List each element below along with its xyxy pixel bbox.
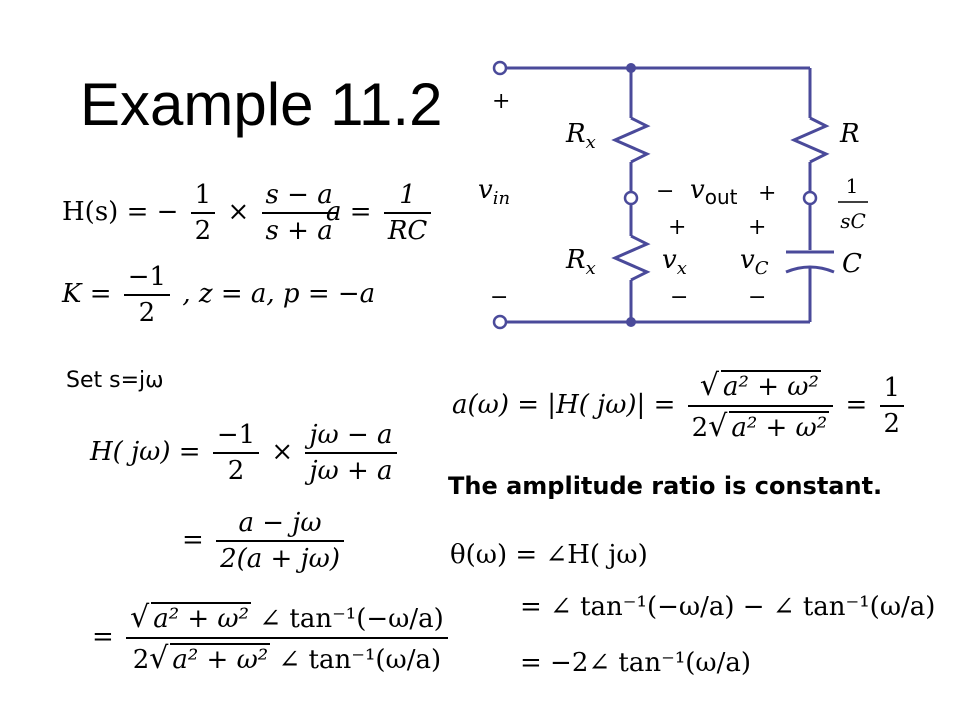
rx-bottom-label: Rx	[565, 245, 596, 279]
vx-label: vx	[662, 245, 687, 279]
svg-text:sC: sC	[840, 209, 866, 233]
vout-plus: +	[758, 181, 776, 206]
k-lhs: K =	[62, 279, 112, 309]
vc-label: vC	[740, 245, 769, 279]
vc-plus: +	[748, 215, 766, 240]
phase-line-2: = ∠ tan⁻¹(−ω/a) − ∠ tan⁻¹(ω/a)	[520, 592, 936, 622]
phase-line-3: = −2∠ tan⁻¹(ω/a)	[520, 648, 752, 678]
vin-label: vin	[478, 175, 510, 209]
junction-bottom	[626, 317, 636, 327]
svg-text:1: 1	[846, 174, 859, 198]
amp-eq-sign: =	[845, 390, 868, 420]
amp-lhs: a(ω) = |H( jω)| =	[452, 390, 676, 420]
node-right	[802, 190, 818, 206]
rx-top-label: Rx	[565, 119, 596, 153]
hj-lhs: H( jω) =	[90, 437, 201, 467]
junction-top	[626, 63, 636, 73]
k-rest: , z = a, p = −a	[182, 279, 376, 309]
eq3-frac: √a² + ω² ∠ tan⁻¹(−ω/a) 2√a² + ω² ∠ tan⁻¹…	[126, 600, 448, 676]
phase-line-1: θ(ω) = ∠H( jω)	[450, 540, 648, 570]
vc-minus: −	[748, 285, 766, 310]
a-lhs: a =	[326, 197, 372, 227]
plus-top-label: +	[492, 89, 510, 114]
vx-minus: −	[670, 285, 688, 310]
node-left	[623, 190, 639, 206]
amp-frac: √a² + ω² 2√a² + ω²	[687, 368, 834, 444]
minus-bottom-label: −	[490, 285, 508, 310]
amplitude-equation: a(ω) = |H( jω)| = √a² + ω² 2√a² + ω² = 1…	[452, 368, 908, 444]
times-sign-2: ×	[271, 437, 294, 467]
h-lhs: H(s) = −	[62, 197, 179, 227]
input-terminal-top	[492, 60, 508, 76]
vx-plus: +	[668, 215, 686, 240]
input-terminal-bottom	[492, 314, 508, 330]
set-label: Set s=jω	[66, 368, 164, 393]
eq3-lhs: =	[92, 622, 114, 652]
circuit-wires	[506, 66, 835, 324]
eq2-lhs: =	[182, 525, 204, 555]
times-sign: ×	[227, 197, 250, 227]
amplitude-note: The amplitude ratio is constant.	[448, 472, 883, 500]
vout-minus: −	[656, 179, 674, 204]
circuit-diagram: + − vin Rx Rx R C 1 sC − vout + + vx − +…	[478, 60, 868, 330]
c-label: C	[842, 249, 862, 279]
hjw-polar: = √a² + ω² ∠ tan⁻¹(−ω/a) 2√a² + ω² ∠ tan…	[92, 600, 452, 676]
r-label: R	[839, 119, 860, 149]
page-title: Example 11.2	[80, 71, 443, 138]
impedance-fraction: 1 sC	[838, 174, 868, 233]
vout-label: vout	[690, 175, 738, 209]
